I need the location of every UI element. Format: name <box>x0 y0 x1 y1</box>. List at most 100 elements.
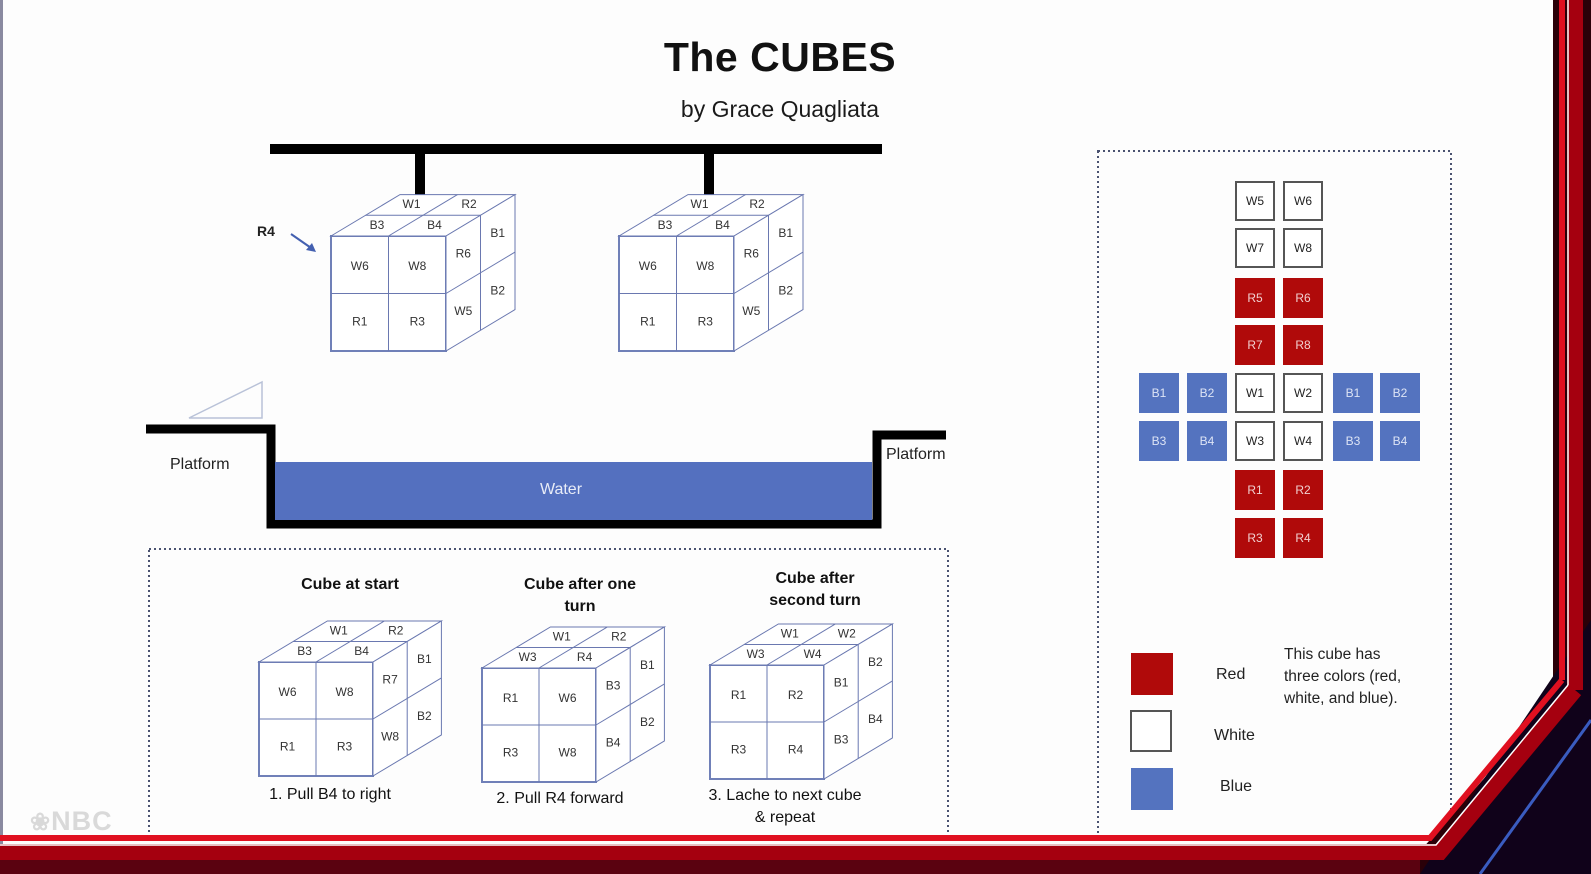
net-cell-w1: W1 <box>1235 373 1275 413</box>
net-cell-r3: R3 <box>1235 518 1275 558</box>
cube-side-label: B2 <box>490 283 505 297</box>
cube-top-label: W1 <box>691 197 709 211</box>
cube-side-label: B4 <box>868 712 883 726</box>
cube-front-label: W8 <box>336 685 354 699</box>
cube-top-label: W1 <box>553 629 571 643</box>
cube-top-label: R4 <box>577 650 593 664</box>
cube-front-label: W8 <box>696 259 714 273</box>
net-cell-r6: R6 <box>1283 278 1323 318</box>
cube-side-label: B2 <box>778 283 793 297</box>
legend-swatch-white <box>1130 710 1172 752</box>
left-edge <box>0 0 3 860</box>
cube-front-label: W6 <box>639 259 657 273</box>
cube-top-label: W2 <box>838 626 856 640</box>
cube-top-label: W4 <box>804 647 822 661</box>
hanger-rod-1 <box>415 150 425 214</box>
cube-side-label: B1 <box>490 226 505 240</box>
cube-side-label: R6 <box>456 247 472 261</box>
cube-side-label: B1 <box>834 675 849 689</box>
step-2-heading: Cube after one turn <box>523 576 636 615</box>
cube-front-label: R1 <box>352 314 368 328</box>
nbc-watermark-logo: ❀NBC <box>30 806 113 837</box>
cube-top-label: W1 <box>330 623 348 637</box>
cube-front-label: R1 <box>731 688 747 702</box>
step-2-caption: 2. Pull R4 forward <box>496 790 624 807</box>
platform-left-label: Platform <box>170 456 230 473</box>
net-cell-w5: W5 <box>1235 181 1275 221</box>
cube-front-label: R1 <box>640 314 656 328</box>
net-cell-b3: B3 <box>1139 421 1179 461</box>
cube-front-label: R1 <box>503 691 519 705</box>
cube-top-label: W3 <box>519 650 537 664</box>
cube-front-label: W6 <box>559 691 577 705</box>
net-cell-w7: W7 <box>1235 228 1275 268</box>
nbc-watermark-text: NBC <box>51 806 113 836</box>
net-cell-r2: R2 <box>1283 470 1323 510</box>
cube-side-label: R7 <box>382 672 398 686</box>
net-cell-b1: B1 <box>1139 373 1179 413</box>
net-cell-w6: W6 <box>1283 181 1323 221</box>
cube-top-label: B4 <box>427 218 442 232</box>
water-pool <box>275 462 872 520</box>
legend-note: This cube has three colors (red, white, … <box>1284 646 1402 707</box>
cube-top-label: R2 <box>461 197 477 211</box>
cube-top-label: B3 <box>297 644 312 658</box>
cube-side-label: B4 <box>606 735 621 749</box>
cube-side-label: B1 <box>417 652 432 666</box>
cube-front-label: R3 <box>731 743 747 757</box>
net-cell-w2: W2 <box>1283 373 1323 413</box>
legend-swatch-red <box>1131 653 1173 695</box>
legend-label-red: Red <box>1216 666 1246 683</box>
net-cell-b2: B2 <box>1187 373 1227 413</box>
cube-front-label: R3 <box>410 314 426 328</box>
platform-right-label: Platform <box>886 446 946 463</box>
cube-top-label: B3 <box>658 218 673 232</box>
net-cell-b4: B4 <box>1187 421 1227 461</box>
cube-front-label: W6 <box>279 685 297 699</box>
cube-side-label: R6 <box>744 247 760 261</box>
cube-front-label: W8 <box>559 746 577 760</box>
net-cell-w8: W8 <box>1283 228 1323 268</box>
cube-top-label: B4 <box>715 218 730 232</box>
cube-front-label: R3 <box>698 314 714 328</box>
cube-top-label: W1 <box>781 626 799 640</box>
legend-label-white: White <box>1214 727 1255 744</box>
cube-top-label: R2 <box>749 197 765 211</box>
legend-label-blue: Blue <box>1220 778 1253 795</box>
net-cell-w3: W3 <box>1235 421 1275 461</box>
step-1-caption: 1. Pull B4 to right <box>269 786 391 803</box>
cube-side-label: B2 <box>640 715 655 729</box>
net-cell-r5: R5 <box>1235 278 1275 318</box>
cube-front-label: R3 <box>503 746 519 760</box>
cube-front-label: W8 <box>408 259 426 273</box>
hanging-bar <box>270 144 882 154</box>
cube-front-label: W6 <box>351 259 369 273</box>
cube-front-label: R1 <box>280 740 296 754</box>
net-panel-border <box>1097 150 1452 840</box>
r4-arrow-head-icon <box>306 243 316 252</box>
legend-swatch-blue <box>1131 768 1173 810</box>
cube-side-label: B3 <box>834 732 849 746</box>
step-3-caption: 3. Lache to next cube & repeat <box>708 787 862 826</box>
cube-front-label: R2 <box>788 688 804 702</box>
step-1-heading: Cube at start <box>301 576 399 593</box>
left-platform-edge <box>146 424 946 529</box>
net-cell-b1: B1 <box>1333 373 1373 413</box>
slide-title: The CUBES <box>663 34 897 80</box>
cube-side-label: B2 <box>417 709 432 723</box>
cube-top-label: W1 <box>403 197 421 211</box>
cube-side-label: W5 <box>454 304 472 318</box>
cube-side-label: W5 <box>742 304 760 318</box>
cube-front-label: R4 <box>788 743 804 757</box>
step-3-heading: Cube after second turn <box>769 570 861 609</box>
cube-side-label: B3 <box>606 678 621 692</box>
cube-side-label: B2 <box>868 655 883 669</box>
net-cell-r4: R4 <box>1283 518 1323 558</box>
slide-subtitle: by Grace Quagliata <box>680 96 880 122</box>
